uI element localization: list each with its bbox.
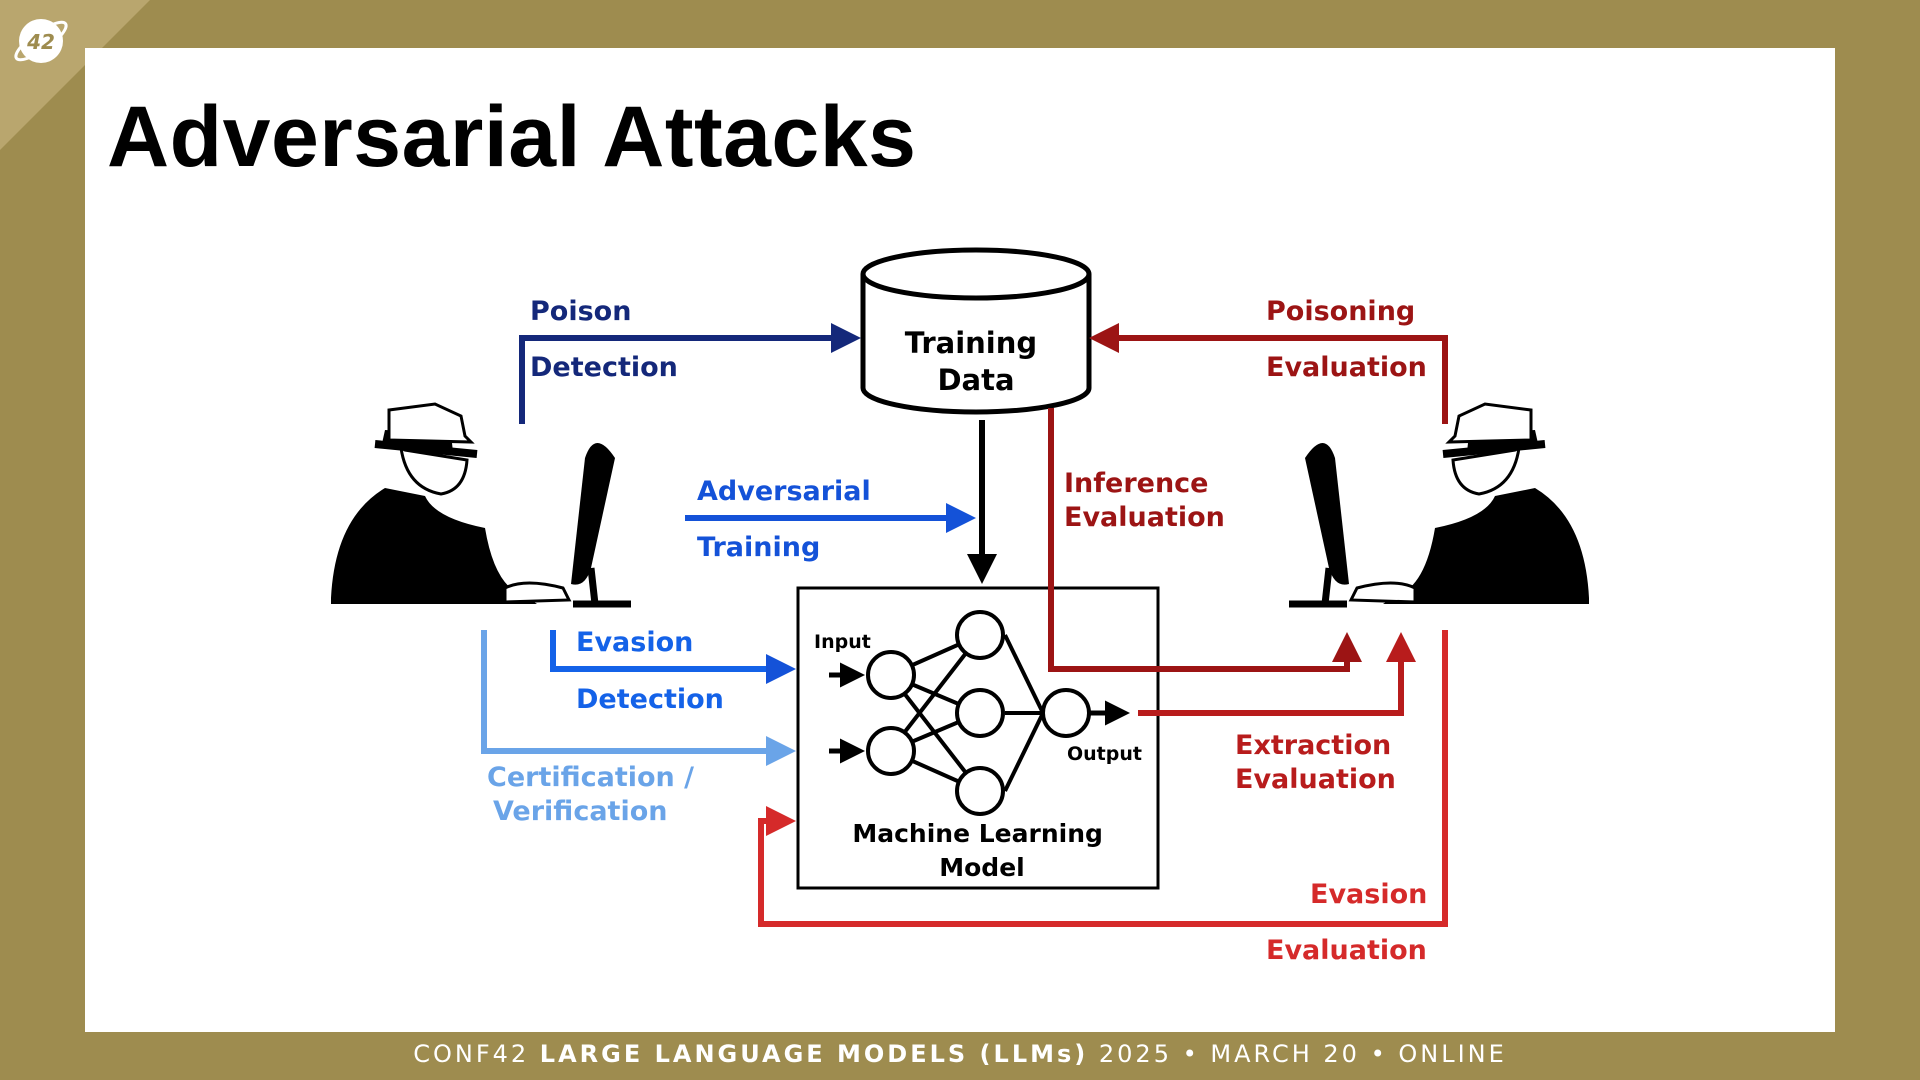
- hidden-node: [957, 612, 1003, 658]
- output-label: Output: [1067, 743, 1142, 765]
- footer-event: LARGE LANGUAGE MODELS (LLMs): [540, 1040, 1088, 1068]
- model-label: Machine Learning: [852, 819, 1103, 848]
- footer-prefix: CONF42: [413, 1040, 540, 1068]
- footer-suffix: 2025 • MARCH 20 • ONLINE: [1088, 1040, 1507, 1068]
- model-label-2: Model: [939, 853, 1024, 882]
- attacker-figure: [1289, 404, 1589, 604]
- certification-verification-label: Certification / Verification: [487, 762, 703, 827]
- extraction-evaluation-label: Extraction Evaluation: [1235, 730, 1401, 795]
- input-node: [868, 652, 914, 698]
- ml-model-box: Input Output Machine Learning Model: [798, 588, 1158, 888]
- input-label: Input: [814, 631, 871, 653]
- footer-banner: CONF42 LARGE LANGUAGE MODELS (LLMs) 2025…: [0, 1040, 1920, 1070]
- inference-evaluation-label: Inference Evaluation: [1064, 468, 1225, 533]
- defender-figure: [331, 404, 631, 604]
- input-node: [868, 728, 914, 774]
- adversarial-attacks-diagram: Training Data: [85, 48, 1835, 1032]
- training-data-label: Training: [905, 326, 1037, 360]
- extraction-evaluation-arrow: [1138, 638, 1401, 713]
- hidden-node: [957, 690, 1003, 736]
- planet-42-icon: 42: [10, 8, 72, 70]
- training-data-database: Training Data: [863, 250, 1089, 412]
- logo-text: 42: [26, 30, 55, 54]
- output-node: [1043, 690, 1089, 736]
- hidden-node: [957, 768, 1003, 814]
- training-data-label-2: Data: [937, 363, 1014, 397]
- slide-canvas: Adversarial Attacks Training Data: [85, 48, 1835, 1032]
